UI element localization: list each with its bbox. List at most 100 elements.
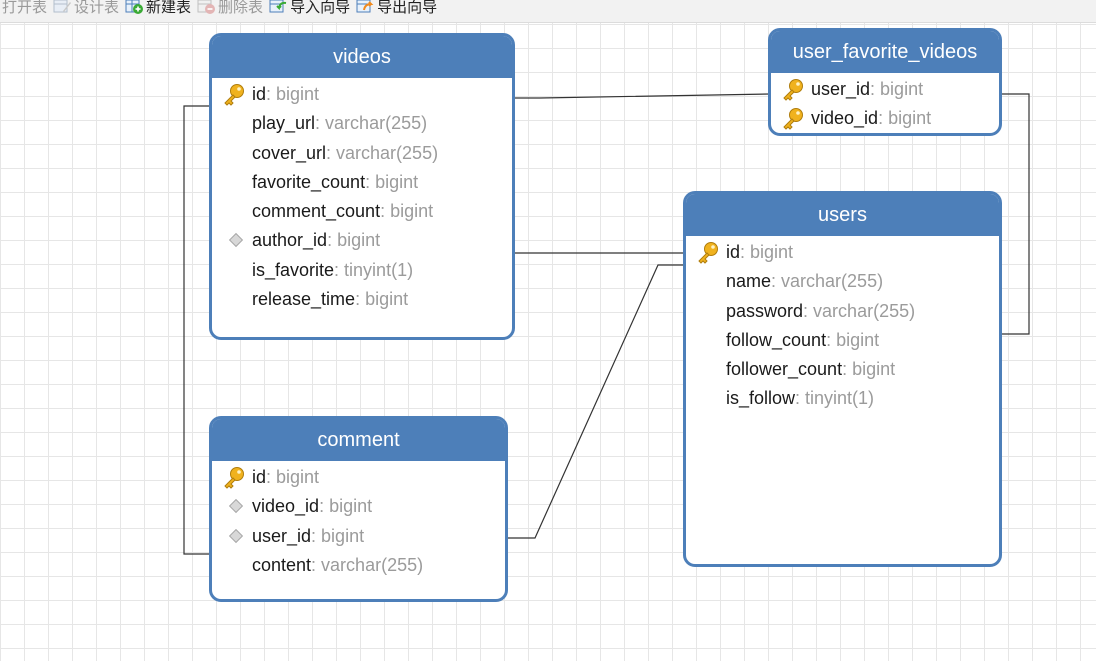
field-type: : bigint: [826, 329, 880, 350]
import-wizard-label: 导入向导: [290, 0, 351, 16]
field-row[interactable]: follow_count: bigint: [686, 326, 999, 355]
field-type: : bigint: [870, 79, 924, 99]
primary-key-icon: [222, 466, 246, 490]
field-row[interactable]: favorite_count: bigint: [212, 168, 512, 197]
field-row[interactable]: password: varchar(255): [686, 297, 999, 326]
import-wizard-icon: [269, 0, 287, 14]
field-name: video_id: [252, 496, 320, 517]
table-user-favorite-videos[interactable]: user_favorite_videos user_id: bigint vid…: [768, 28, 1002, 136]
field-type: : bigint: [878, 108, 932, 129]
primary-key-icon: [781, 107, 805, 131]
relation-comment-videos[interactable]: [183, 105, 210, 555]
field-name: name: [726, 271, 772, 292]
delete-table-button[interactable]: 删除表: [195, 0, 267, 17]
field-type: : varchar(255): [803, 300, 916, 321]
relation-users-user-favorite-videos[interactable]: [1002, 93, 1030, 335]
export-wizard-button[interactable]: 导出向导: [354, 0, 441, 17]
field-type: : bigint: [266, 467, 320, 487]
new-table-button[interactable]: 新建表: [123, 0, 195, 17]
table-title: videos: [212, 36, 512, 78]
field-row[interactable]: play_url: varchar(255): [212, 109, 512, 138]
field-row[interactable]: author_id: bigint: [212, 226, 512, 255]
field-name: user_id: [811, 79, 871, 99]
field-name: id: [252, 467, 267, 487]
field-name: is_follow: [726, 388, 796, 409]
design-table-label: 设计表: [74, 0, 120, 16]
field-name: follow_count: [726, 329, 827, 350]
toolbar: 打开表 设计表 新建表 删除表 导入向导 导出向导: [0, 0, 1096, 23]
field-name: release_time: [252, 289, 356, 310]
field-row[interactable]: user_id: bigint: [771, 75, 999, 104]
field-type: : varchar(255): [311, 554, 424, 575]
primary-key-icon: [222, 83, 246, 107]
relation-videos-user-favorite-videos[interactable]: [514, 93, 771, 99]
export-wizard-label: 导出向导: [377, 0, 438, 16]
field-name: id: [726, 242, 741, 262]
field-name: favorite_count: [252, 171, 366, 192]
field-row[interactable]: id: bigint: [686, 238, 999, 267]
field-row[interactable]: cover_url: varchar(255): [212, 139, 512, 168]
field-row[interactable]: is_favorite: tinyint(1): [212, 256, 512, 285]
table-comment[interactable]: comment id: bigint video_id: bigint user…: [209, 416, 508, 602]
field-type: : bigint: [355, 289, 409, 310]
field-type: : bigint: [327, 230, 381, 251]
field-type: : varchar(255): [315, 113, 428, 134]
field-name: cover_url: [252, 142, 327, 163]
foreign-key-icon: [228, 528, 244, 543]
delete-table-icon: [197, 0, 216, 14]
field-type: : tinyint(1): [334, 259, 414, 280]
field-list: user_id: bigint video_id: bigint: [771, 73, 999, 133]
field-row[interactable]: content: varchar(255): [212, 551, 505, 580]
field-name: follower_count: [726, 359, 843, 380]
field-type: : varchar(255): [326, 142, 439, 163]
field-name: author_id: [252, 230, 328, 251]
field-name: play_url: [252, 113, 316, 134]
design-table-button[interactable]: 设计表: [51, 0, 123, 17]
field-row[interactable]: is_follow: tinyint(1): [686, 384, 999, 413]
field-type: : bigint: [319, 496, 373, 517]
field-name: id: [252, 84, 267, 104]
field-type: : bigint: [740, 242, 794, 262]
relation-comment-users[interactable]: [507, 264, 685, 539]
field-row[interactable]: video_id: bigint: [212, 492, 505, 521]
field-row[interactable]: user_id: bigint: [212, 522, 505, 551]
field-row[interactable]: release_time: bigint: [212, 285, 512, 314]
table-videos[interactable]: videos id: bigint play_url: varchar(255)…: [209, 33, 515, 340]
table-title: users: [686, 194, 999, 236]
field-name: content: [252, 554, 312, 575]
new-table-label: 新建表: [146, 0, 192, 16]
import-wizard-button[interactable]: 导入向导: [267, 0, 354, 17]
field-name: is_favorite: [252, 259, 335, 280]
foreign-key-icon: [228, 233, 244, 248]
design-table-icon: [53, 0, 72, 14]
table-title: user_favorite_videos: [771, 31, 999, 73]
field-type: : tinyint(1): [795, 388, 875, 409]
field-row[interactable]: comment_count: bigint: [212, 197, 512, 226]
new-table-icon: [125, 0, 144, 14]
field-type: : bigint: [311, 525, 365, 546]
delete-table-label: 删除表: [218, 0, 264, 16]
field-row[interactable]: follower_count: bigint: [686, 355, 999, 384]
field-list: id: bigint video_id: bigint user_id: big…: [212, 461, 505, 580]
table-title: comment: [212, 419, 505, 461]
primary-key-icon: [696, 241, 720, 265]
open-table-label: 打开表: [2, 0, 48, 16]
export-wizard-icon: [356, 0, 374, 14]
field-name: comment_count: [252, 201, 381, 222]
field-row[interactable]: video_id: bigint: [771, 104, 999, 133]
field-name: video_id: [811, 108, 879, 129]
field-name: user_id: [252, 525, 312, 546]
field-type: : bigint: [380, 201, 434, 222]
primary-key-icon: [781, 78, 805, 102]
field-name: password: [726, 300, 804, 321]
foreign-key-icon: [228, 499, 244, 514]
field-row[interactable]: id: bigint: [212, 463, 505, 492]
field-type: : bigint: [842, 359, 896, 380]
field-row[interactable]: id: bigint: [212, 80, 512, 109]
table-users[interactable]: users id: bigint name: varchar(255) pass…: [683, 191, 1002, 567]
field-list: id: bigint play_url: varchar(255) cover_…: [212, 78, 512, 314]
open-table-button[interactable]: 打开表: [0, 0, 51, 17]
field-list: id: bigint name: varchar(255) password: …: [686, 236, 999, 414]
field-row[interactable]: name: varchar(255): [686, 267, 999, 296]
